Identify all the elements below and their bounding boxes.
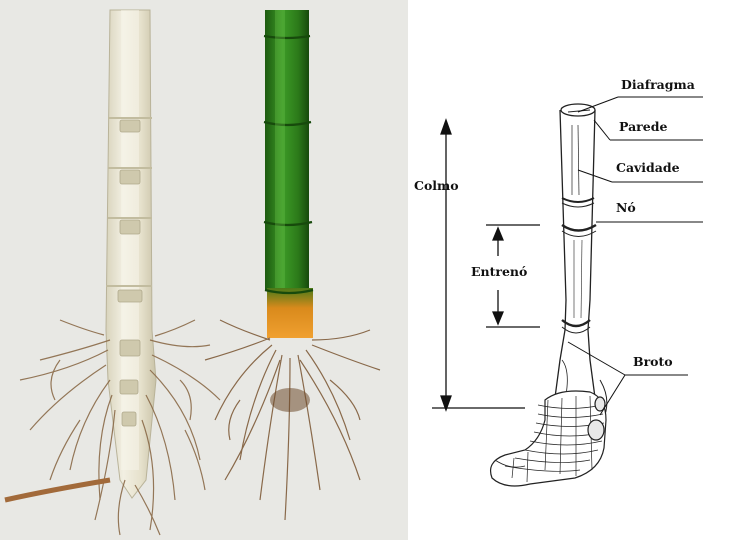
green-culm <box>264 10 313 338</box>
label-cavidade: Cavidade <box>616 160 680 175</box>
label-parede: Parede <box>619 119 667 134</box>
label-colmo: Colmo <box>414 178 459 193</box>
label-entreno: Entrenó <box>471 264 527 279</box>
label-diafragma: Diafragma <box>621 77 695 92</box>
label-no: Nó <box>616 200 636 215</box>
culm-diagram: Colmo Entrenó Diafragma Parede Cavidade … <box>408 0 729 540</box>
label-broto: Broto <box>633 354 673 369</box>
bamboo-photograph <box>0 0 408 540</box>
